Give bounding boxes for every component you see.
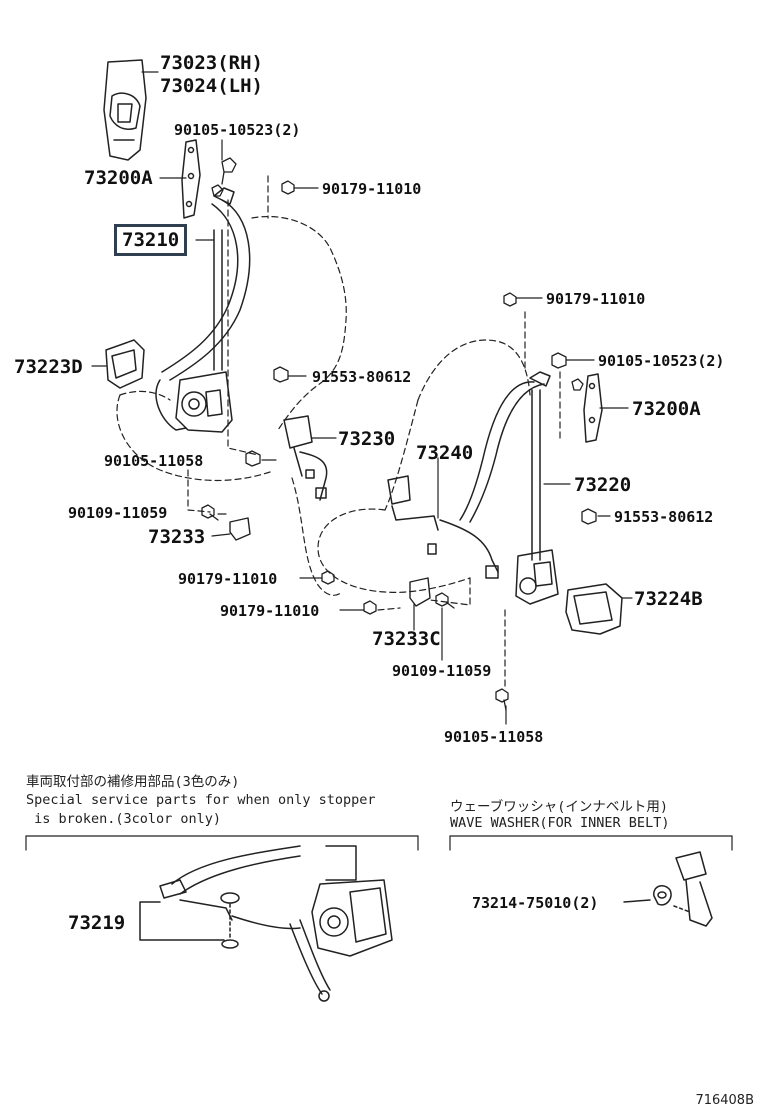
wave-washer-note-en: WAVE WASHER(FOR INNER BELT) xyxy=(450,815,670,831)
part-73230-buckle xyxy=(283,415,328,501)
label-73233C[interactable]: 73233C xyxy=(372,628,441,650)
right-retractor xyxy=(515,549,559,605)
part-73224B xyxy=(565,583,623,635)
diagram-reference-number: 716408B xyxy=(695,1093,754,1108)
part-73233C xyxy=(409,577,431,607)
label-90105-11058-left[interactable]: 90105-11058 xyxy=(104,452,204,470)
left-anchor-plate xyxy=(181,139,201,219)
label-73210-highlighted[interactable]: 73210 xyxy=(114,224,188,256)
label-90179-11010-low1[interactable]: 90179-11010 xyxy=(178,570,278,588)
special-parts-note-en-line1: Special service parts for when only stop… xyxy=(26,792,376,808)
label-73200A-left[interactable]: 73200A xyxy=(84,167,153,189)
wave-washer-note-jp: ウェーブワッシャ(インナベルト用) xyxy=(450,799,668,815)
label-90109-11059-right[interactable]: 90109-11059 xyxy=(392,662,492,680)
part-73219-stopper xyxy=(139,845,301,949)
special-parts-note-jp: 車両取付部の補修用部品(3色のみ) xyxy=(26,774,240,790)
part-73233 xyxy=(229,517,251,541)
special-parts-bracket xyxy=(25,835,419,851)
label-73233[interactable]: 73233 xyxy=(148,526,206,548)
left-seat-outline xyxy=(116,175,347,596)
label-91553-80612-right[interactable]: 91553-80612 xyxy=(614,508,714,526)
lower-retractor-detail xyxy=(231,845,393,1002)
label-90105-11058-right[interactable]: 90105-11058 xyxy=(444,728,544,746)
label-73214-75010[interactable]: 73214-75010(2) xyxy=(472,894,599,912)
part-73214-washer xyxy=(623,851,713,927)
wave-washer-bracket xyxy=(449,835,733,851)
label-90105-10523-right[interactable]: 90105-10523(2) xyxy=(598,352,725,370)
left-retractor xyxy=(155,371,233,433)
label-73224B[interactable]: 73224B xyxy=(634,588,703,610)
right-seat-outline xyxy=(317,311,561,691)
label-90179-11010-top[interactable]: 90179-11010 xyxy=(322,180,422,198)
label-90179-11010-low2[interactable]: 90179-11010 xyxy=(220,602,320,620)
right-anchor-plate xyxy=(583,373,603,443)
bolts-left-mid xyxy=(201,366,289,521)
label-73023[interactable]: 73023(RH) xyxy=(160,52,263,74)
label-90179-11010-mid[interactable]: 90179-11010 xyxy=(546,290,646,308)
label-91553-80612-left[interactable]: 91553-80612 xyxy=(312,368,412,386)
label-73200A-right[interactable]: 73200A xyxy=(632,398,701,420)
label-90109-11059-left[interactable]: 90109-11059 xyxy=(68,504,168,522)
label-73219[interactable]: 73219 xyxy=(68,912,126,934)
left-belt-webbing xyxy=(161,187,251,381)
bolts-right-low xyxy=(321,570,509,711)
special-parts-note-en-line2: is broken.(3color only) xyxy=(26,811,222,827)
label-73220[interactable]: 73220 xyxy=(574,474,632,496)
label-73240[interactable]: 73240 xyxy=(416,442,474,464)
right-belt-webbing xyxy=(459,371,551,561)
label-73223D[interactable]: 73223D xyxy=(14,356,83,378)
bolts-top-left xyxy=(211,157,295,197)
part-73223D xyxy=(105,339,145,389)
label-73024[interactable]: 73024(LH) xyxy=(160,75,263,97)
leader-lines xyxy=(91,71,633,725)
bolts-right-top xyxy=(503,292,597,525)
label-73230[interactable]: 73230 xyxy=(338,428,396,450)
label-90105-10523-top[interactable]: 90105-10523(2) xyxy=(174,121,301,139)
part-73240-buckle xyxy=(387,475,499,579)
pillar-cover-part xyxy=(103,59,147,161)
